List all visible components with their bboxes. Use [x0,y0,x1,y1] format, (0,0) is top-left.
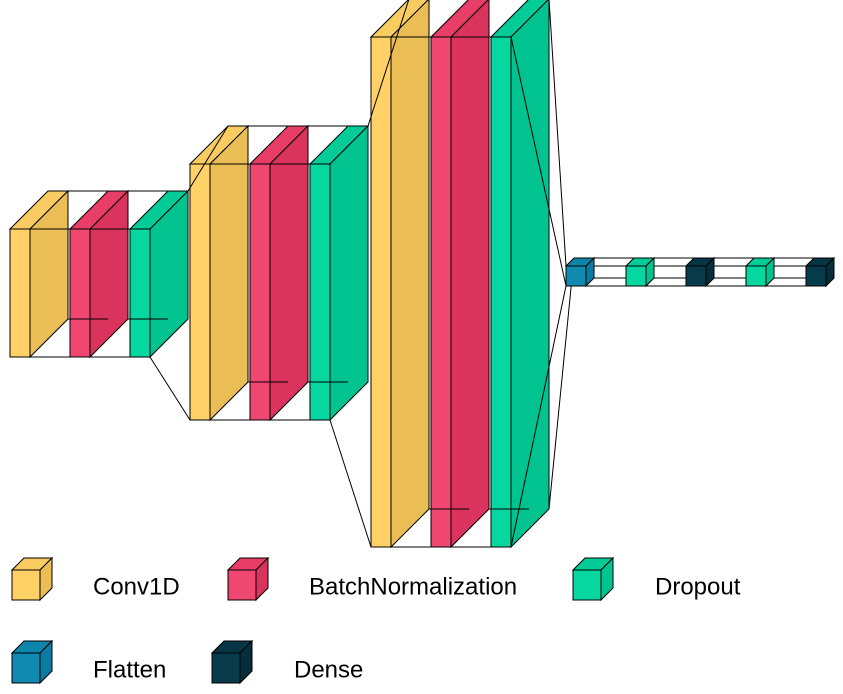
layer-dropout-9-side-face [510,0,550,549]
funnel-line [510,285,567,548]
layer-dropout-6-side-face [329,124,369,422]
layer-flatten-10 [564,256,596,288]
dense-legend-swatch-icon [210,639,254,685]
layer-dropout-13 [744,256,776,288]
funnel-line [548,257,575,510]
layer-flatten-10-front-face [565,265,587,287]
layer-batchnormalization-8 [429,0,490,549]
funnel-line [510,36,567,287]
layer-stack [8,0,836,549]
layer-dense-14-front-face [805,265,827,287]
layer-batchnormalization-5 [248,124,310,422]
dropout-legend-swatch-icon-front-face [572,569,602,601]
layer-dropout-11-front-face [625,265,647,287]
legend-item-batchnormalization: BatchNormalization [226,556,517,602]
layer-batchnormalization-8-front-face [430,36,452,548]
layer-dense-12 [684,256,716,288]
legend-item-dropout: Dropout [571,556,741,602]
legend-label: Dropout [655,573,741,600]
layer-batchnormalization-2 [68,189,130,359]
layer-dropout-13-front-face [745,265,767,287]
layer-dropout-9-front-face [490,36,512,548]
layer-batchnormalization-5-side-face [269,124,309,422]
layer-dropout-11 [624,256,656,288]
legend-label: BatchNormalization [309,573,517,600]
legend-item-dense: Dense [210,639,363,685]
batchnormalization-legend-swatch-icon-front-face [227,569,257,601]
layer-conv1d-1 [8,189,70,359]
flatten-legend-swatch-icon-front-face [11,652,41,684]
layer-batchnormalization-2-front-face [69,228,91,358]
legend-item-conv1d: Conv1D [10,556,180,602]
layer-conv1d-7 [369,0,430,549]
legend-label: Conv1D [93,573,180,600]
conv1d-legend-swatch-icon-front-face [11,569,41,601]
layer-dropout-3 [128,189,190,359]
funnel-line [329,419,372,548]
funnel-line [187,125,229,192]
legend-label: Dense [294,656,363,683]
layer-dense-14 [804,256,836,288]
flatten-legend-swatch-icon [10,639,54,685]
layer-dropout-9 [489,0,550,549]
legend-label: Flatten [93,656,166,683]
funnel-line [548,0,567,267]
funnel-line [367,0,410,127]
layer-batchnormalization-8-side-face [450,0,490,549]
layer-conv1d-4 [188,124,250,422]
layer-dense-12-front-face [685,265,707,287]
layer-conv1d-7-front-face [370,36,392,548]
layer-dropout-3-front-face [129,228,151,358]
batchnormalization-legend-swatch-icon [226,556,270,602]
layer-conv1d-4-side-face [209,124,249,422]
conv1d-legend-swatch-icon [10,556,54,602]
layer-conv1d-7-side-face [390,0,430,549]
layer-dropout-6 [308,124,370,422]
layer-conv1d-1-front-face [9,228,31,358]
funnel-line [149,356,191,421]
dropout-legend-swatch-icon [571,556,615,602]
layer-conv1d-4-front-face [189,163,211,421]
legend-item-flatten: Flatten [10,639,166,685]
dense-legend-swatch-icon-front-face [211,652,241,684]
